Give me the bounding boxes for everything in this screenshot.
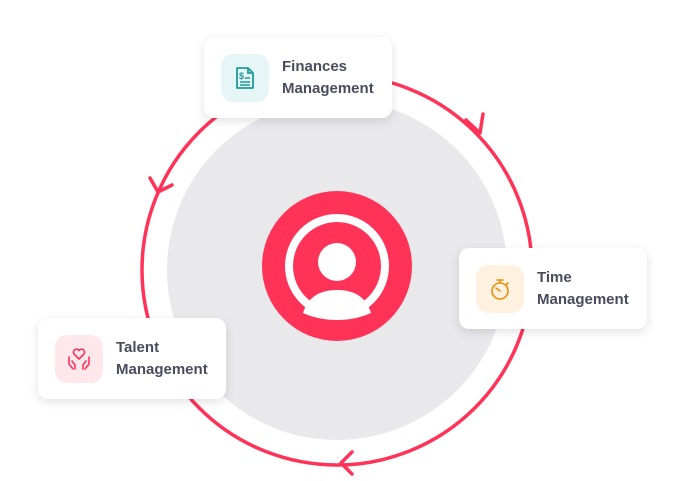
invoice-dollar-icon: $ [221,53,269,102]
svg-text:$: $ [239,71,244,81]
heart-hands-icon [55,334,103,383]
arrow-icon [339,450,354,476]
card-title-line1: Finances [282,57,348,75]
card-title-line2: Management [116,360,208,378]
card-title-line2: Management [537,290,629,308]
card-title-line2: Management [282,79,374,97]
arrow-icon [148,176,174,194]
arrow-icon [464,112,485,135]
card-title-line1: Time [537,268,572,286]
stopwatch-icon [476,264,524,313]
card-title-line1: Talent [116,338,160,356]
user-icon [262,191,412,341]
